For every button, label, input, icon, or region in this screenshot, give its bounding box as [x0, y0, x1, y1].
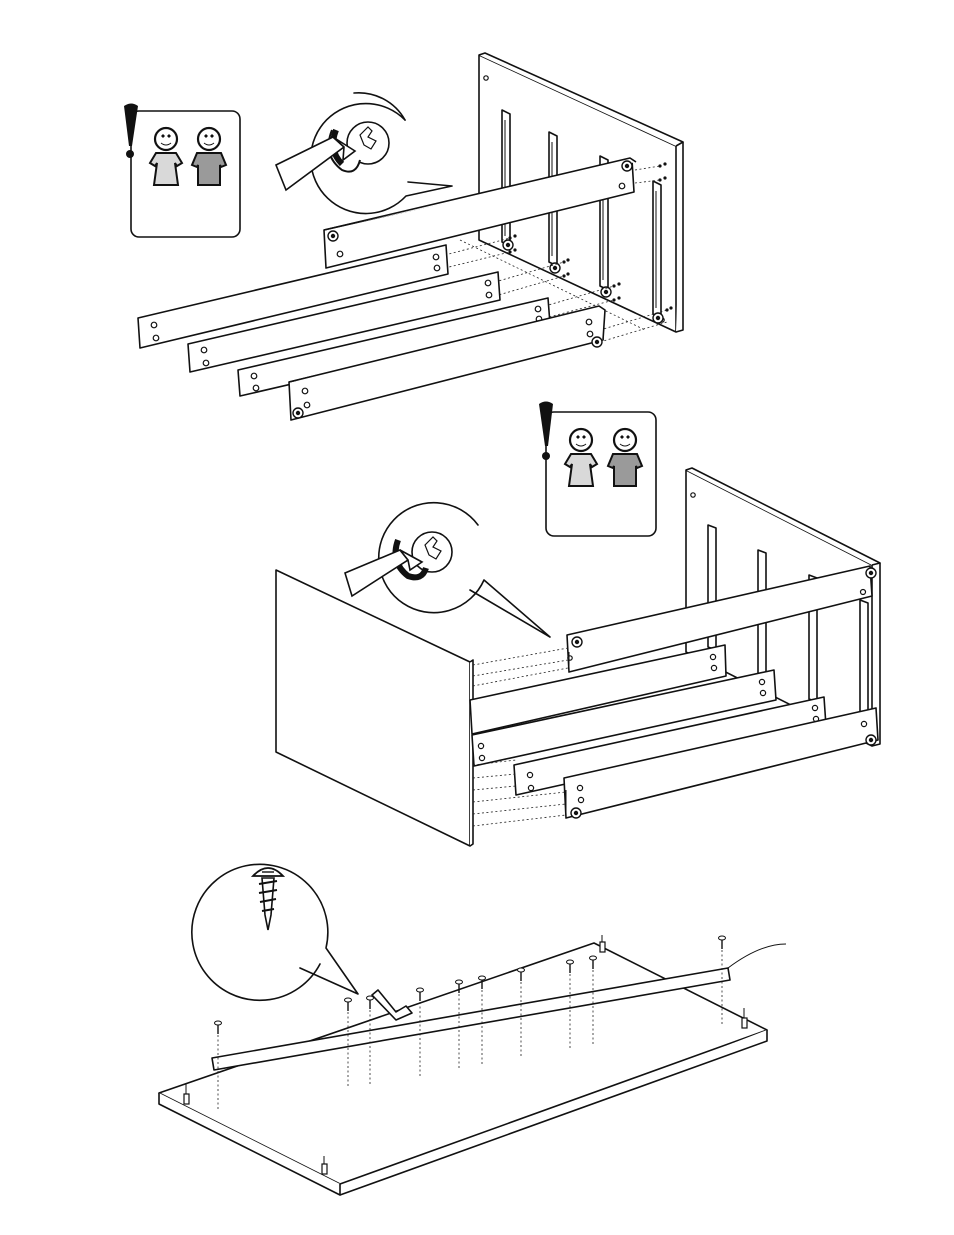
- cam-lock-callout: [276, 93, 452, 214]
- person-light-icon: [150, 128, 182, 185]
- wood-screw-icon: [253, 868, 283, 930]
- frame-assembly: [470, 468, 880, 818]
- bracket-tab: [372, 990, 412, 1020]
- person-dark-icon: [608, 429, 642, 486]
- screwdriver-icon: [345, 550, 422, 596]
- screw-callout: [192, 864, 358, 1000]
- person-light-icon: [565, 429, 597, 486]
- step-1: [124, 53, 683, 420]
- two-person-warning-box-2: [539, 402, 656, 537]
- person-dark-icon: [192, 128, 226, 185]
- step-2: [276, 402, 880, 847]
- two-person-warning-box: [124, 104, 240, 238]
- step-3: [159, 864, 786, 1195]
